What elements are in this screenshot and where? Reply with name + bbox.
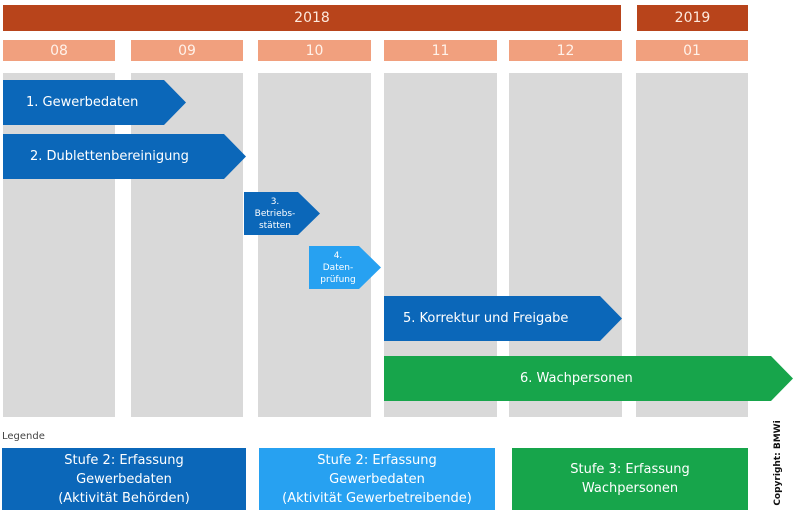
legend-line: (Aktivität Gewerbetreibende) xyxy=(282,490,472,506)
task-arrow-6: 6. Wachpersonen xyxy=(384,356,793,401)
month-12: 12 xyxy=(509,40,622,61)
month-column xyxy=(3,73,115,417)
legend-line: Stufe 2: Erfassung xyxy=(64,452,184,468)
legend-line: Wachpersonen xyxy=(581,481,679,496)
month-01: 01 xyxy=(636,40,748,61)
legend-title: Legende xyxy=(2,431,45,442)
legend-line: Stufe 3: Erfassung xyxy=(570,462,690,477)
task-label: 2. Dublettenbereinigung xyxy=(30,149,189,164)
task-label-line: 3. xyxy=(270,196,280,207)
legend-line: (Aktivität Behörden) xyxy=(58,490,190,506)
legend-line: Gewerbedaten xyxy=(329,471,425,487)
task-label-line: prüfung xyxy=(320,274,356,285)
task-label: 5. Korrektur und Freigabe xyxy=(403,311,569,326)
month-09: 09 xyxy=(131,40,243,61)
year-2019: 2019 xyxy=(637,5,748,31)
month-10: 10 xyxy=(258,40,371,61)
task-label-line: 4. xyxy=(333,250,343,261)
legend-line: Gewerbedaten xyxy=(76,471,172,487)
month-column xyxy=(258,73,371,417)
task-arrow-5: 5. Korrektur und Freigabe xyxy=(384,296,622,341)
task-label-line: Daten- xyxy=(322,262,354,273)
month-column xyxy=(131,73,243,417)
task-label-line: stätten xyxy=(258,220,292,231)
task-label: 6. Wachpersonen xyxy=(520,371,633,386)
task-arrow-2: 2. Dublettenbereinigung xyxy=(3,134,246,179)
month-11: 11 xyxy=(384,40,497,61)
legend-line: Stufe 2: Erfassung xyxy=(317,452,437,468)
year-2018: 2018 xyxy=(3,5,621,31)
copyright: Copyright: BMWi xyxy=(773,420,783,506)
task-label: 1. Gewerbedaten xyxy=(26,95,139,110)
task-arrow-1: 1. Gewerbedaten xyxy=(3,80,186,125)
month-08: 08 xyxy=(3,40,115,61)
task-label-line: Betriebs- xyxy=(254,208,296,219)
